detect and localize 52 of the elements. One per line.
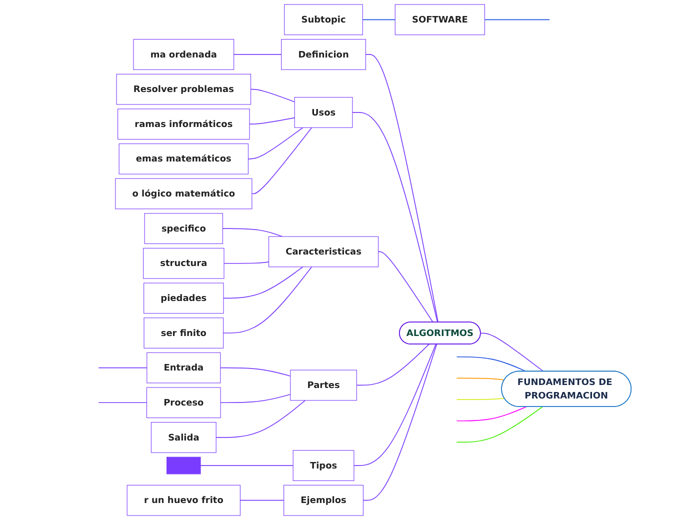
connector bbox=[456, 356, 527, 372]
connector bbox=[250, 88, 296, 102]
node-box: emas matemáticos bbox=[118, 143, 249, 174]
connector bbox=[456, 406, 543, 443]
connector bbox=[240, 500, 284, 501]
node-box: Usos bbox=[294, 97, 353, 128]
node-box: Partes bbox=[290, 370, 357, 401]
connector bbox=[352, 112, 438, 323]
connector bbox=[220, 367, 291, 377]
connector bbox=[456, 406, 527, 422]
node-box: Definicion bbox=[281, 39, 366, 70]
connector bbox=[378, 251, 434, 323]
connector bbox=[223, 266, 304, 299]
node-box: structura bbox=[143, 248, 224, 279]
connector bbox=[224, 261, 270, 264]
node-box: piedades bbox=[144, 282, 224, 314]
node-box: Proceso bbox=[146, 387, 221, 418]
connector bbox=[220, 394, 291, 404]
node-box: Salida bbox=[150, 422, 216, 453]
connector bbox=[365, 54, 439, 323]
connector bbox=[222, 228, 283, 237]
connector bbox=[249, 117, 296, 125]
connector bbox=[356, 344, 430, 386]
node-box: Caracteristicas bbox=[268, 236, 379, 268]
node-box: Resolver problemas bbox=[116, 74, 252, 105]
connector bbox=[98, 367, 148, 368]
node-box: o lógico matemático bbox=[115, 178, 252, 210]
connector bbox=[480, 332, 544, 372]
node-bar bbox=[166, 456, 201, 474]
node-box: ramas informáticos bbox=[118, 108, 250, 140]
connector bbox=[200, 465, 294, 466]
node-box: Tipos bbox=[292, 450, 354, 481]
connector bbox=[456, 378, 505, 380]
connector bbox=[98, 402, 148, 404]
node-box: SOFTWARE bbox=[394, 4, 485, 36]
node-box: r un huevo frito bbox=[126, 484, 240, 516]
node-box: Ejemplos bbox=[284, 484, 364, 516]
connector bbox=[216, 400, 306, 438]
connector bbox=[456, 398, 505, 400]
node-box: specifico bbox=[144, 213, 223, 244]
connector bbox=[248, 127, 304, 160]
connector bbox=[362, 344, 438, 501]
connector bbox=[233, 54, 282, 55]
connector bbox=[222, 266, 312, 334]
node-box: ser finito bbox=[144, 318, 224, 348]
node-box: Subtopic bbox=[284, 4, 363, 36]
node-box: ma ordenada bbox=[133, 39, 234, 70]
connector bbox=[362, 19, 396, 20]
node-box: Entrada bbox=[146, 352, 221, 384]
connector bbox=[484, 19, 550, 20]
connector bbox=[252, 127, 312, 194]
connector bbox=[354, 344, 436, 466]
